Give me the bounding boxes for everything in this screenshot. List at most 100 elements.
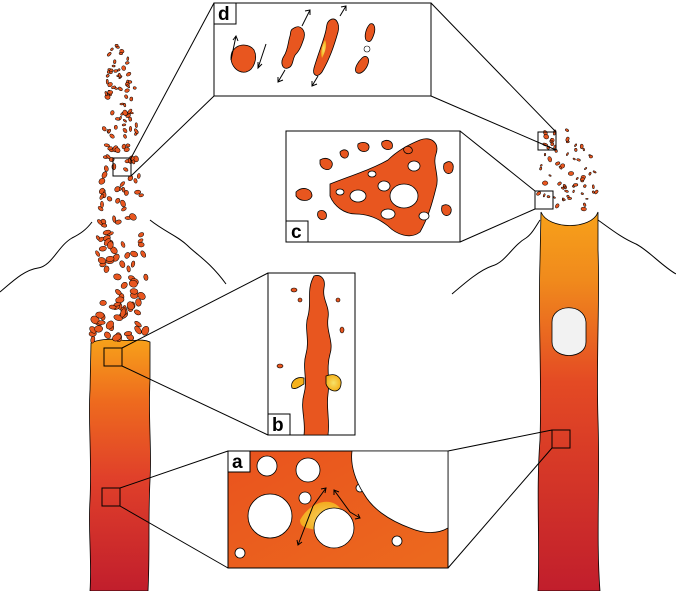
pyroclast-fragment (106, 196, 113, 202)
right-conduit-large-bubble (551, 307, 587, 356)
pyroclast-fragment (141, 326, 150, 336)
left-eruption-fragments (88, 44, 150, 344)
pyroclast-fragment (543, 153, 547, 157)
pyroclast-fragment (120, 241, 126, 248)
inset-d-arrows (230, 5, 347, 87)
pyroclast-fragment (123, 167, 129, 172)
pyroclast-fragment (574, 148, 578, 152)
inset-b-tear-left (291, 377, 305, 389)
inset-d-label-box (213, 2, 237, 25)
inset-b-label-box (267, 413, 291, 436)
pyroclast-fragment (121, 123, 127, 127)
inset-a-bubbles (234, 450, 449, 559)
pyroclast-fragment (134, 320, 142, 328)
pyroclast-fragment (113, 124, 118, 130)
pyroclast-fragment (126, 301, 135, 310)
left-inset-marker-a (101, 487, 121, 507)
pyroclast-fragment (115, 219, 122, 225)
pyroclast-fragment (107, 90, 114, 95)
pyroclast-fragment (120, 282, 128, 289)
pyroclast-fragment (572, 157, 576, 161)
right-inset-marker-d (537, 131, 557, 151)
pyroclast-fragment (100, 218, 107, 225)
pyroclast-fragment (101, 171, 108, 179)
pyroclast-fragment (547, 156, 552, 163)
pyroclast-fragment (117, 68, 121, 72)
pyroclast-fragment (137, 173, 141, 179)
pyroclast-fragment (104, 331, 111, 339)
inset-d-blob-3 (313, 18, 339, 76)
pyroclast-fragment (103, 265, 110, 273)
pyroclast-fragment (594, 189, 599, 195)
pyroclast-fragment (138, 232, 145, 238)
pyroclast-fragment (121, 186, 126, 193)
pyroclast-fragment (125, 113, 131, 118)
pyroclast-fragment (565, 136, 570, 142)
pyroclast-fragment (124, 190, 129, 196)
pyroclast-fragment (107, 146, 113, 151)
left-volcano-outline (0, 219, 227, 293)
pyroclast-fragment (123, 103, 127, 108)
inset-connector-lines (119, 2, 557, 569)
pyroclast-fragment (109, 133, 115, 139)
pyroclast-fragment (127, 108, 133, 114)
pyroclast-fragment (585, 197, 589, 200)
pyroclast-fragment (561, 186, 565, 190)
left-inset-marker-d (112, 157, 132, 177)
pyroclast-fragment (580, 206, 587, 212)
pyroclast-fragment (562, 197, 566, 201)
pyroclast-fragment (99, 193, 104, 200)
pyroclast-fragment (103, 143, 110, 148)
pyroclast-fragment (588, 171, 592, 176)
inset-c-label-box (285, 220, 309, 243)
pyroclast-fragment (126, 265, 131, 273)
pyroclast-fragment (121, 206, 127, 212)
pyroclast-fragment (114, 186, 121, 193)
inset-b-melt-filament (302, 275, 332, 436)
pyroclast-fragment (128, 116, 132, 122)
pyroclast-fragment (549, 139, 553, 143)
pyroclast-fragment (536, 191, 541, 196)
inset-a-label: a (232, 452, 243, 473)
pyroclast-fragment (127, 175, 134, 181)
pyroclast-fragment (580, 192, 584, 195)
pyroclast-fragment (568, 171, 574, 176)
pyroclast-fragment (129, 96, 134, 102)
pyroclast-fragment (102, 229, 111, 235)
pyroclast-fragment (115, 296, 125, 304)
inset-d-blob-1 (230, 44, 256, 73)
pyroclast-fragment (135, 298, 142, 307)
pyroclast-fragment (109, 71, 113, 75)
pyroclast-fragment (592, 170, 597, 174)
pyroclast-fragment (122, 128, 128, 133)
right-inset-marker-c (534, 190, 554, 210)
pyroclast-fragment (105, 74, 110, 78)
pyroclast-fragment (565, 128, 569, 132)
pyroclast-fragment (134, 128, 139, 134)
pyroclast-fragment (123, 134, 127, 139)
pyroclast-fragment (125, 143, 131, 148)
pyroclast-fragment (115, 198, 121, 204)
pyroclast-fragment (579, 177, 585, 182)
pyroclast-fragment (128, 125, 133, 132)
pyroclast-fragment (555, 161, 561, 166)
pyroclast-fragment (98, 246, 107, 252)
pyroclast-fragment (129, 288, 139, 295)
pyroclast-fragment (94, 325, 103, 333)
right-conduit (537, 211, 601, 591)
right-volcano-outline (451, 219, 676, 295)
pyroclast-fragment (105, 79, 109, 85)
pyroclast-fragment (576, 158, 581, 162)
pyroclast-fragment (123, 147, 130, 153)
inset-d-blob-2 (281, 26, 305, 69)
pyroclast-fragment (133, 309, 142, 316)
pyroclast-fragment (133, 178, 138, 184)
pyroclast-fragment (118, 72, 122, 79)
pyroclast-fragment (98, 178, 106, 185)
pyroclast-fragment (542, 193, 546, 198)
pyroclast-fragment (101, 126, 107, 132)
pyroclast-fragment (134, 325, 142, 335)
pyroclast-fragment (107, 82, 113, 88)
inset-c-bubbles (335, 160, 430, 221)
